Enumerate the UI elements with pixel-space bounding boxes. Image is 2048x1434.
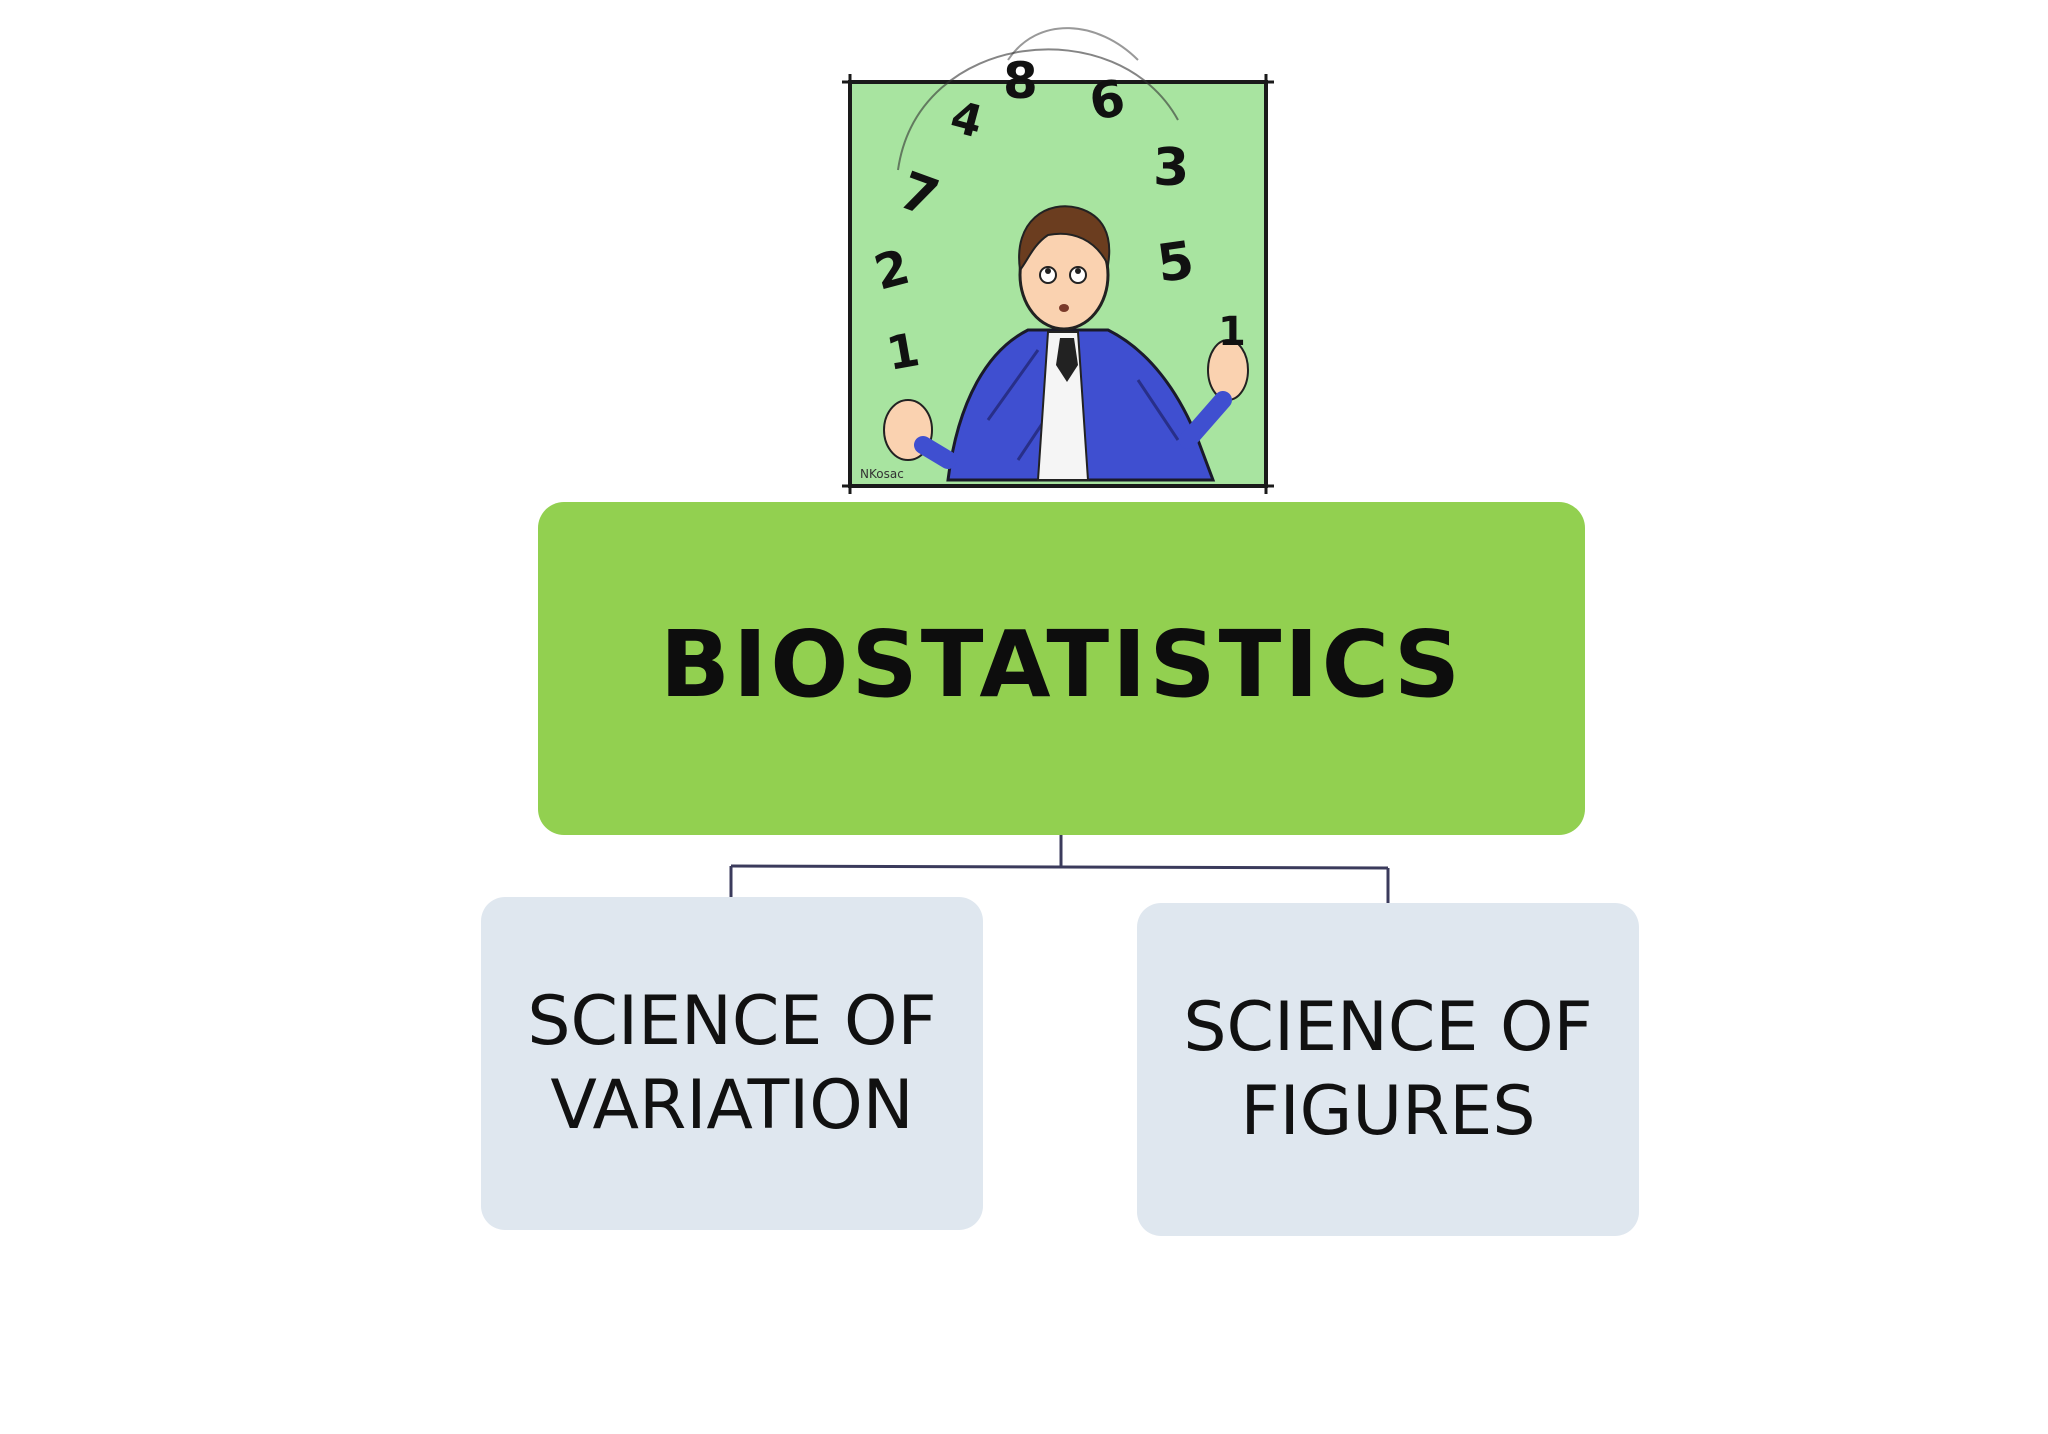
connector-lines: [729, 835, 1390, 903]
child-node-figures: SCIENCE OF FIGURES: [1137, 903, 1639, 1236]
juggling-numbers-illustration: 1 2 7 4 8 6 3 5 1 NKosac: [842, 27, 1274, 494]
root-node-label: BIOSTATISTICS: [659, 611, 1464, 718]
svg-text:3: 3: [1153, 138, 1189, 198]
juggling-arc: [897, 48, 1179, 171]
child-node-variation: SCIENCE OF VARIATION: [481, 897, 983, 1230]
child-node-line: SCIENCE OF: [527, 981, 937, 1061]
svg-text:8: 8: [1003, 52, 1038, 110]
child-node-line: FIGURES: [1240, 1071, 1536, 1151]
svg-text:1: 1: [1218, 309, 1246, 355]
root-node-biostatistics: BIOSTATISTICS: [538, 502, 1585, 835]
child-node-line: VARIATION: [550, 1065, 914, 1145]
signature: NKosac: [860, 467, 904, 481]
svg-text:5: 5: [1153, 230, 1197, 294]
connector-horizontal: [730, 864, 1389, 870]
frame-ticks: [842, 74, 1274, 494]
tie: [1056, 338, 1078, 382]
hair: [1018, 205, 1111, 273]
white-shirt: [1036, 331, 1090, 481]
child-node-line: SCIENCE OF: [1183, 987, 1593, 1067]
